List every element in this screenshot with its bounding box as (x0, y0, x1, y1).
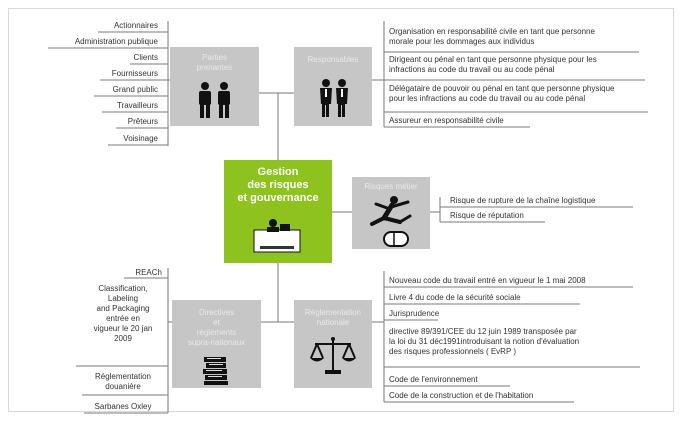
directives-item: Réglementation douanière (94, 372, 152, 391)
falling-person-icon (370, 196, 412, 247)
reglementation-item: Jurisprudence (389, 309, 440, 318)
parties-item: Clients (133, 53, 158, 62)
parties-item: Actionnaires (113, 21, 158, 30)
suits-icon (320, 79, 348, 117)
people-icon (199, 82, 230, 118)
node-directives-title: Directives et règlements supra-nationaux (187, 308, 246, 347)
directives-item: Sarbanes Oxley (94, 402, 152, 411)
desk-person-icon (253, 219, 301, 253)
responsables-item: Délégataire de pouvoir ou pénal en tant … (389, 84, 615, 103)
node-risques-title: Risques métier (364, 182, 418, 191)
reglementation-item: Nouveau code du travail entré en vigueur… (389, 276, 586, 285)
responsables-item: Dirigeant ou pénal en tant que personne … (389, 55, 597, 74)
directives-item: Classification, Labeling and Packaging e… (93, 284, 153, 343)
node-reglementation-title: Réglementation nationale (304, 308, 362, 327)
responsables-item: Assureur en responsabilité civile (389, 116, 504, 125)
scales-icon (310, 337, 356, 374)
center-title: Gestion des risques et gouvernance (237, 166, 319, 204)
center-node-gestion: Gestion des risques et gouvernance (224, 160, 332, 263)
risques-item: Risque de réputation (450, 211, 524, 220)
node-risques-metier: Risques métier (352, 177, 430, 249)
parties-item: Grand public (112, 85, 158, 94)
directives-item: REACh (135, 268, 162, 277)
books-icon (203, 357, 228, 385)
node-parties-prenantes: Parties prenantes (170, 47, 259, 126)
risques-item: Risque de rupture de la chaîne logistiqu… (450, 196, 596, 205)
node-responsables-title: Responsables (307, 55, 359, 64)
reglementation-item: Code de la construction et de l'habitati… (389, 391, 534, 400)
diagram-frame (8, 8, 674, 412)
parties-item: Voisinage (123, 134, 158, 143)
node-responsables: Responsables (294, 47, 372, 126)
node-reglementation: Réglementation nationale (294, 300, 372, 388)
reglementation-item: Livre 4 du code de la sécurité sociale (389, 293, 521, 302)
parties-item: Fournisseurs (111, 69, 158, 78)
reglementation-item: directive 89/391/CEE du 12 juin 1989 tra… (389, 327, 580, 356)
parties-item: Prêteurs (127, 117, 158, 126)
reglementation-item: Code de l'environnement (389, 375, 478, 384)
responsables-item: Organisation en responsabilité civile en… (389, 27, 595, 46)
parties-item: Travailleurs (116, 101, 158, 110)
node-directives: Directives et règlements supra-nationaux (172, 300, 261, 388)
parties-item: Administration publique (74, 37, 158, 46)
node-parties-title: Parties prenantes (196, 53, 233, 72)
